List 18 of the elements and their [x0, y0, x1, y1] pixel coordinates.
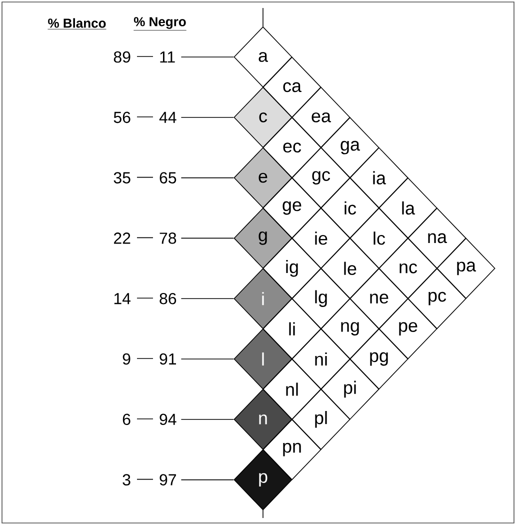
percentage-label: 9 91 — [122, 353, 176, 365]
leader-line — [180, 177, 234, 178]
percentage-label: 14 86 — [114, 292, 176, 304]
leader-line — [180, 117, 234, 118]
percentage-label: 89 11 — [114, 51, 175, 63]
leader-line — [180, 56, 234, 58]
percentage-label: 56 44 — [114, 112, 176, 124]
percentage-label: 6 94 — [122, 414, 176, 426]
column-header: % Negro — [133, 17, 187, 30]
leader-line — [180, 479, 234, 480]
leader-line — [180, 238, 234, 239]
column-header: % Blanco — [48, 18, 106, 30]
percentage-label: 3 97 — [122, 474, 176, 486]
percentage-label: 22 78 — [114, 232, 176, 244]
leader-line — [180, 298, 234, 299]
leader-line — [180, 419, 234, 420]
leader-line — [180, 358, 234, 360]
percentage-label: 35 65 — [114, 172, 176, 184]
